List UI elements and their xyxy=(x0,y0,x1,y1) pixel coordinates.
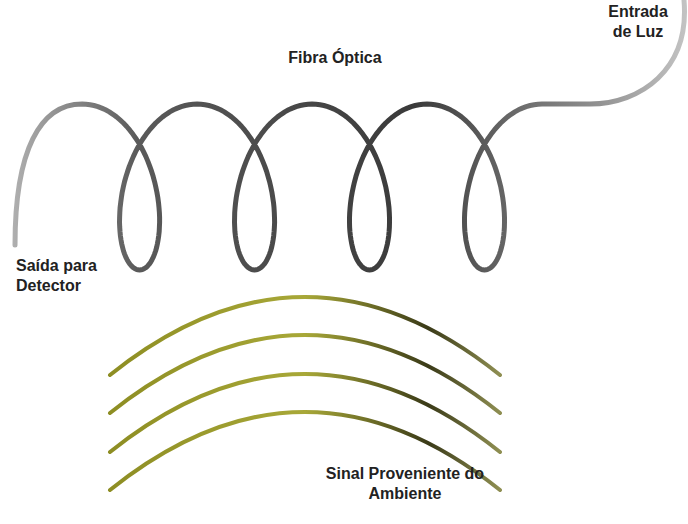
signal-label: Sinal Proveniente do Ambiente xyxy=(305,464,505,504)
fiber-label: Fibra Óptica xyxy=(250,48,420,68)
output-label: Saída para Detector xyxy=(16,256,124,296)
signal-waves xyxy=(110,297,500,490)
input-label: Entrada de Luz xyxy=(598,2,678,42)
optical-fiber xyxy=(15,0,684,270)
